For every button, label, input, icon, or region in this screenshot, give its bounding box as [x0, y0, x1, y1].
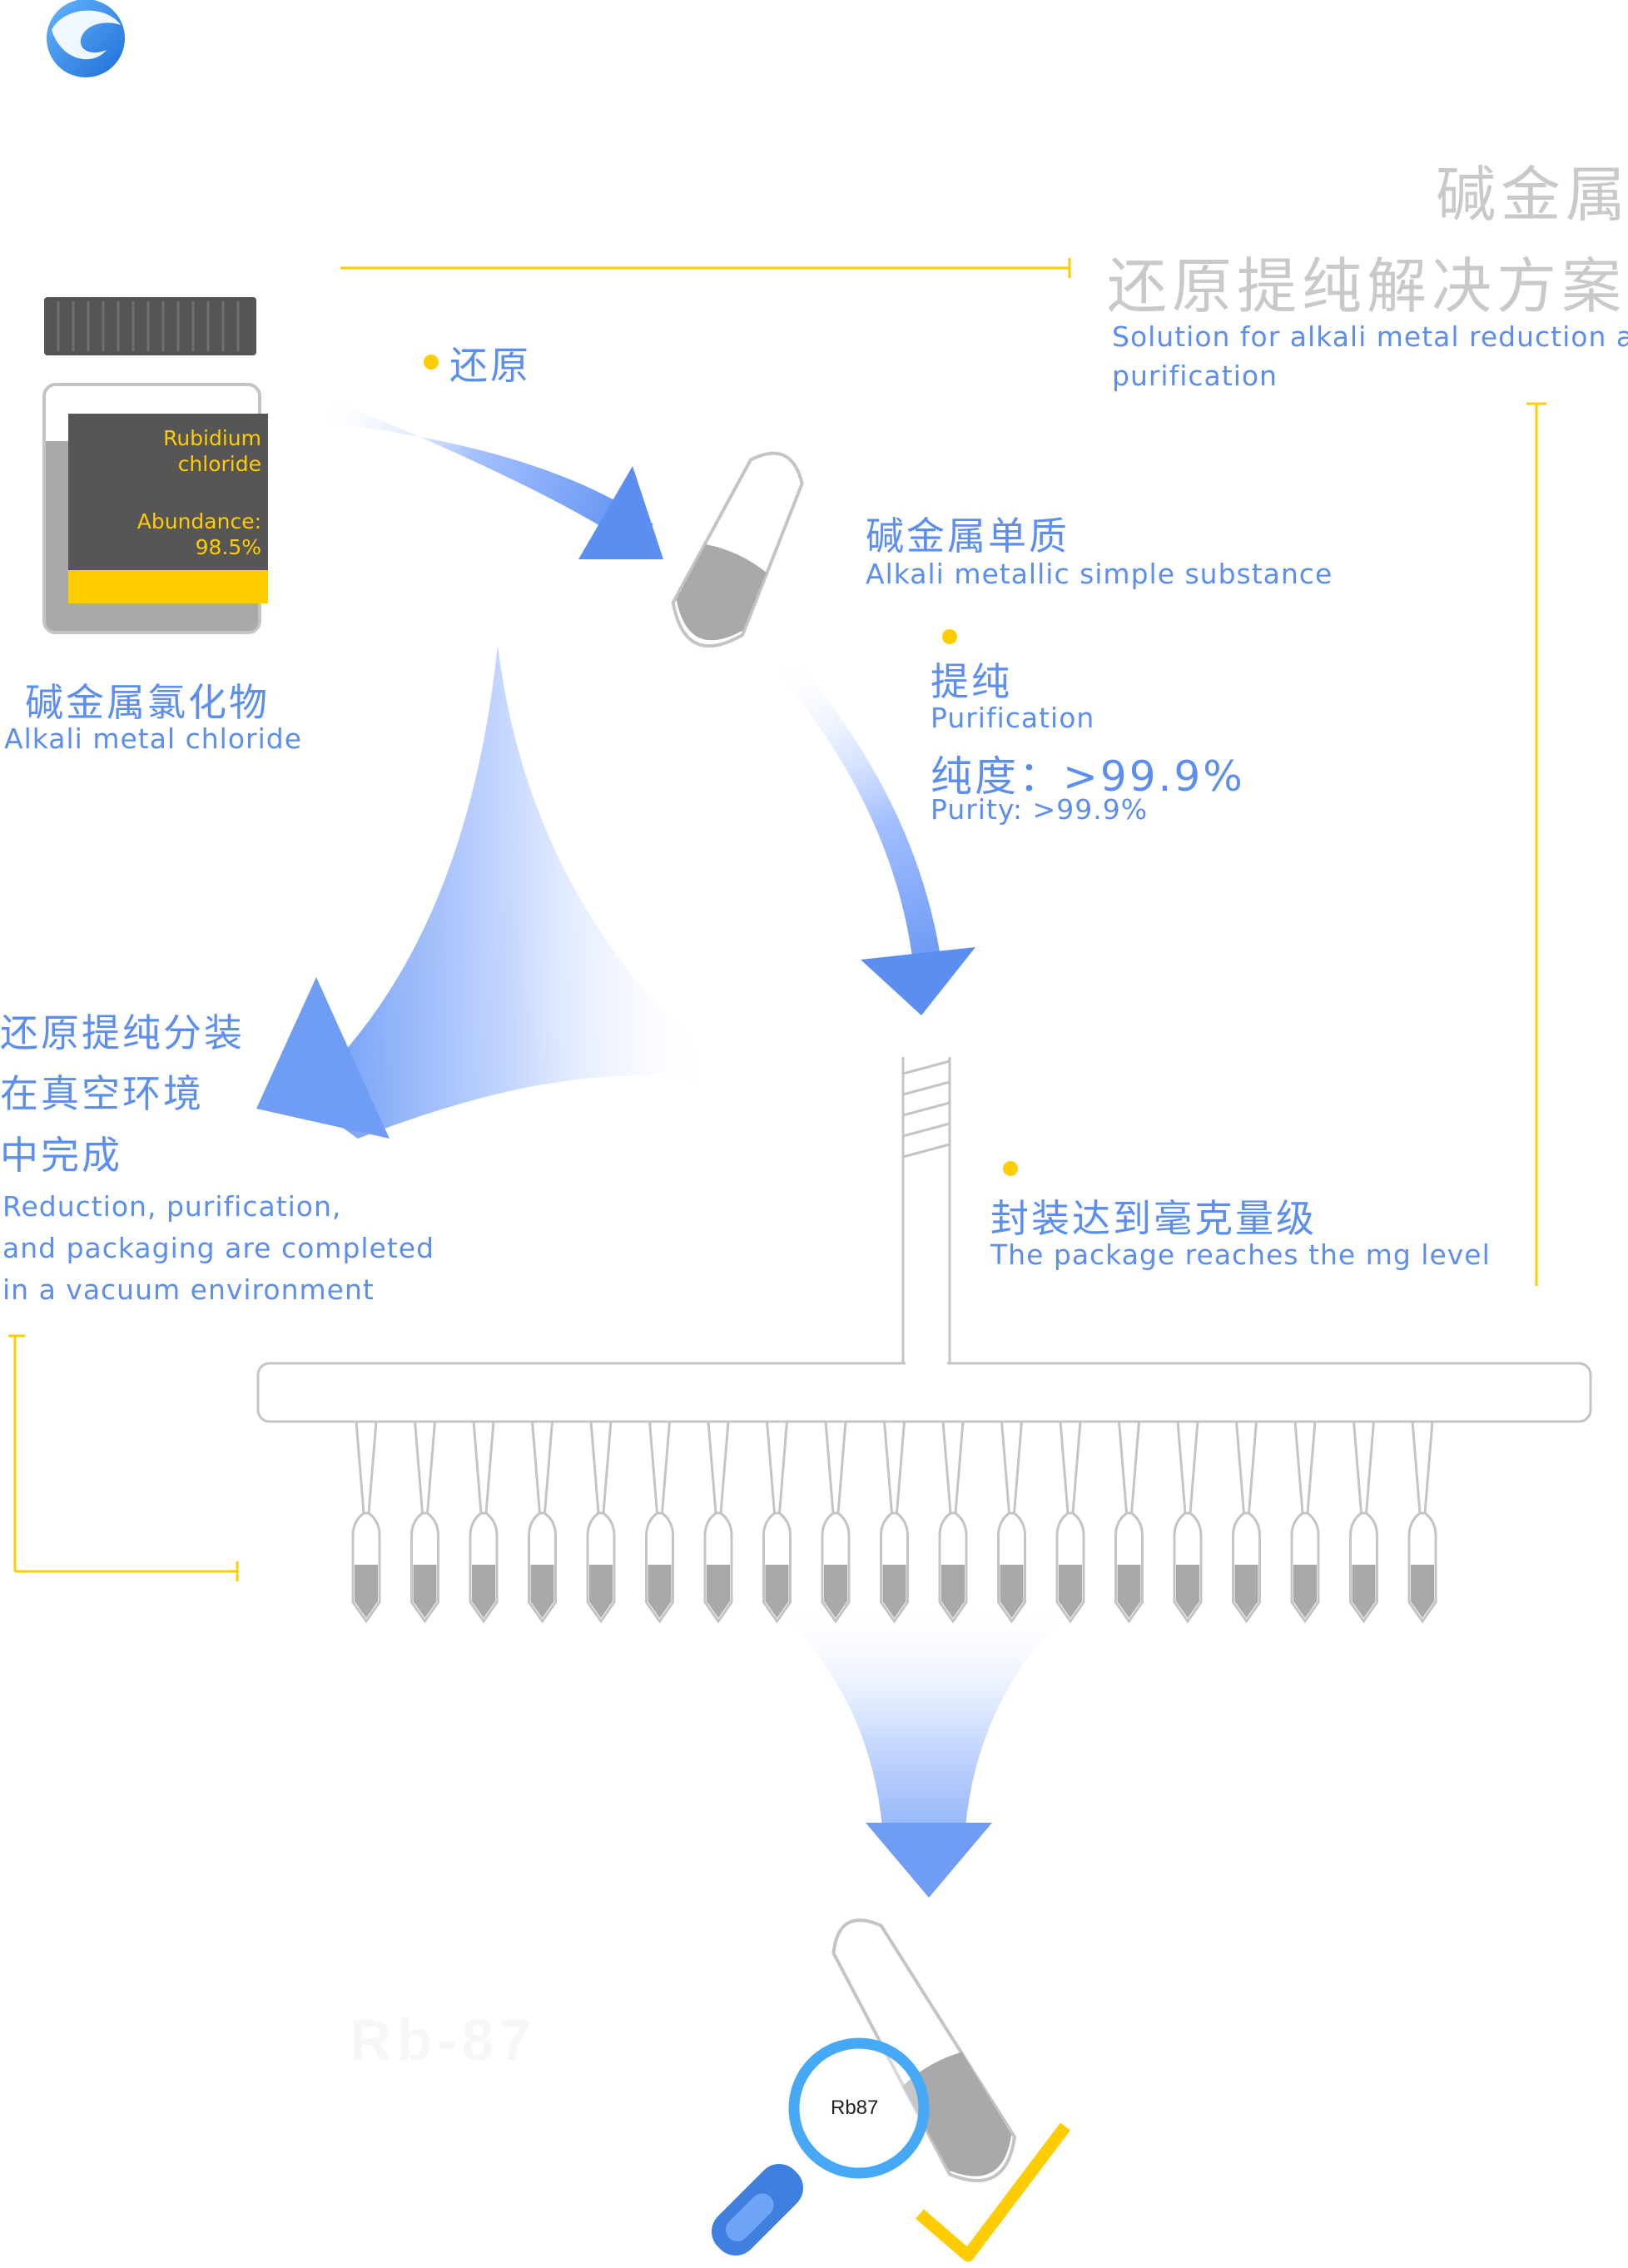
vacuum-en-line1: Reduction, purification,: [2, 1190, 342, 1223]
vial: [645, 1421, 674, 1624]
bottle-label-line2: chloride: [177, 452, 261, 476]
chloride-en: Alkali metal chloride: [4, 722, 302, 755]
vial: [1232, 1421, 1261, 1624]
vial: [1114, 1421, 1144, 1624]
vial: [586, 1421, 616, 1624]
purity-en: Purity: >99.9%: [931, 793, 1149, 826]
title-en-line2: purification: [1112, 360, 1278, 392]
vial: [762, 1421, 792, 1624]
vacuum-cn-line1: 还原提纯分装: [0, 1010, 245, 1055]
reduction-arrow: [320, 395, 663, 559]
title-en-line1: Solution for alkali metal reduction and: [1112, 320, 1628, 353]
vial: [351, 1421, 381, 1624]
vial: [410, 1421, 439, 1624]
logo-icon: [47, 0, 125, 77]
simple-substance-en: Alkali metallic simple substance: [866, 558, 1333, 590]
vacuum-arrow: [256, 645, 770, 1139]
reduction-cn: 还原: [449, 343, 531, 388]
ghost-text-1: Rb-87: [350, 2007, 536, 2072]
purification-en: Purification: [931, 702, 1095, 734]
reduction-bullet: [424, 355, 439, 370]
vacuum-cn-line2: 在真空环境: [0, 1071, 204, 1116]
vial-row: [351, 1421, 1437, 1624]
package-bullet: [1003, 1161, 1018, 1176]
purity-cn: 纯度：>99.9%: [931, 752, 1245, 801]
package-cn: 封装达到毫克量级: [990, 1196, 1317, 1241]
package-en: The package reaches the mg level: [990, 1238, 1491, 1271]
magnifier-icon: [712, 2037, 930, 2256]
reagent-bottle: [42, 297, 268, 634]
simple-substance-cn: 碱金属单质: [866, 514, 1070, 558]
purification-cn: 提纯: [931, 659, 1012, 704]
final-ampoule: [831, 1918, 1017, 2182]
vial: [880, 1421, 909, 1624]
vacuum-en-line2: and packaging are completed: [2, 1232, 435, 1264]
vial: [997, 1421, 1026, 1624]
right-vertical-line: [1526, 402, 1546, 1286]
vial: [469, 1421, 499, 1624]
vial: [703, 1421, 733, 1624]
bottle-label-line1: Rubidium: [163, 426, 261, 450]
vial: [1173, 1421, 1203, 1624]
vial: [938, 1421, 968, 1624]
vial: [1349, 1421, 1378, 1624]
chloride-cn: 碱金属氯化物: [25, 680, 270, 725]
ampoule: [671, 451, 804, 648]
title-cn-line1: 碱金属: [1436, 160, 1628, 230]
title-underline: [340, 258, 1071, 278]
down-arrow: [778, 1610, 1070, 1898]
checkmark-icon: [916, 2122, 1070, 2262]
vacuum-cn-line3: 中完成: [0, 1133, 122, 1178]
vacuum-en-line3: in a vacuum environment: [2, 1273, 375, 1306]
vial: [1407, 1421, 1437, 1624]
vial: [821, 1421, 851, 1624]
vial: [528, 1421, 557, 1624]
manifold: [256, 1057, 1592, 1423]
magnifier-label: Rb87: [831, 2097, 879, 2119]
vial: [1290, 1421, 1320, 1624]
purification-bullet: [942, 629, 957, 644]
purification-arrow: [762, 653, 975, 1015]
vial: [1055, 1421, 1085, 1624]
bottle-abundance-value: 98.5%: [195, 535, 261, 559]
title-cn-line2: 还原提纯解决方案: [1107, 251, 1627, 321]
bottle-abundance-label: Abundance:: [136, 509, 261, 534]
left-bracket-line: [8, 1334, 239, 1581]
